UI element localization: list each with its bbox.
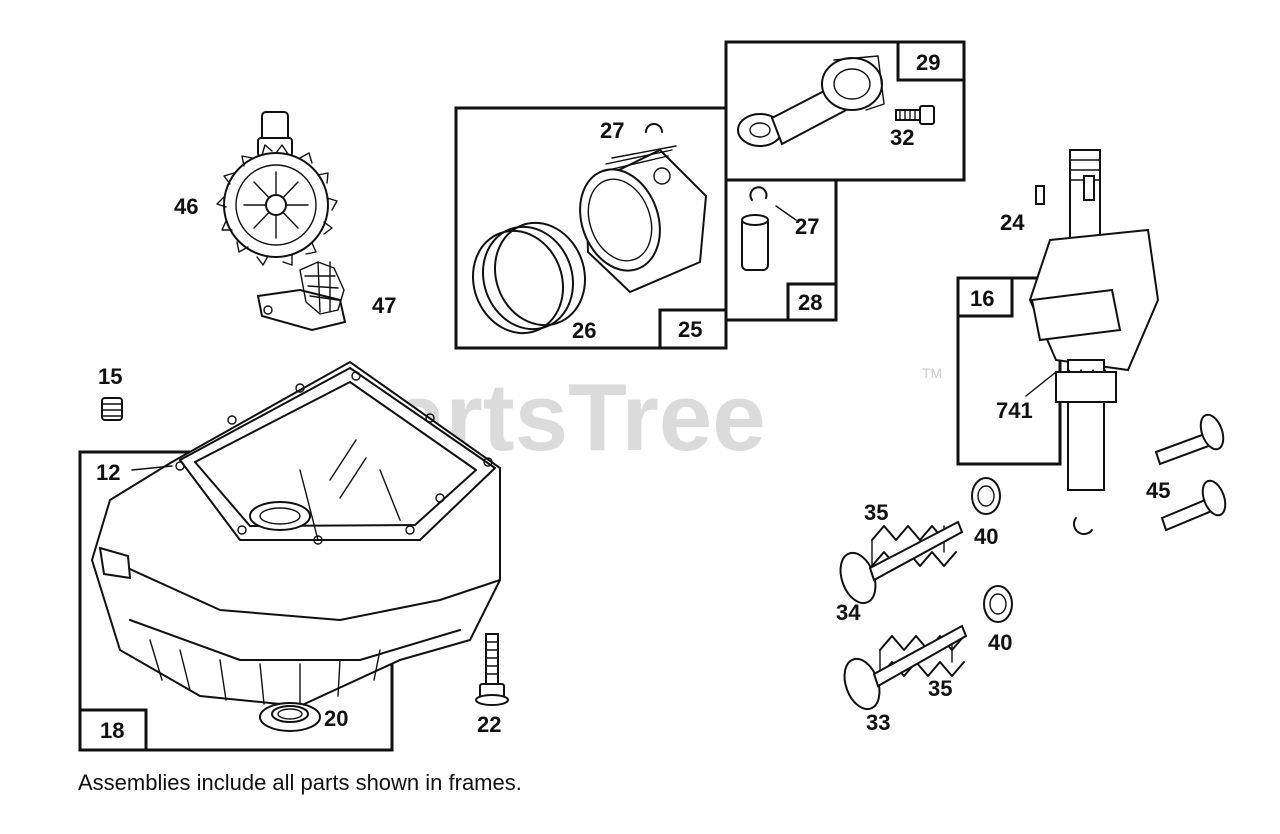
part-label-20: 20 bbox=[324, 706, 348, 731]
frame-label-29: 29 bbox=[916, 50, 940, 75]
part-label-47: 47 bbox=[372, 293, 396, 318]
part-label-46: 46 bbox=[174, 194, 198, 219]
part-label-12: 12 bbox=[96, 460, 120, 485]
leader-12 bbox=[131, 465, 173, 471]
valve-intake-drawing[interactable] bbox=[838, 624, 968, 714]
part-label-27a: 27 bbox=[600, 118, 624, 143]
frame-label-28: 28 bbox=[798, 290, 822, 315]
oil-seal-drawing[interactable] bbox=[259, 702, 321, 732]
part-label-22: 22 bbox=[477, 712, 501, 737]
drain-plug-drawing[interactable] bbox=[101, 397, 123, 421]
rod-bolt-drawing[interactable] bbox=[895, 105, 935, 125]
part-label-40b: 40 bbox=[988, 630, 1012, 655]
piston-rings-drawing[interactable] bbox=[459, 210, 599, 346]
sump-cover-drawing[interactable] bbox=[90, 360, 501, 708]
part-label-40a: 40 bbox=[974, 524, 998, 549]
part-label-34: 34 bbox=[836, 600, 861, 625]
governor-bracket-drawing[interactable] bbox=[256, 261, 347, 332]
frame-label-16: 16 bbox=[970, 286, 994, 311]
bolt-drawing[interactable] bbox=[475, 633, 509, 706]
frame-tag-18 bbox=[78, 708, 148, 752]
cam-gear-drawing[interactable] bbox=[216, 111, 338, 266]
part-label-35a: 35 bbox=[864, 500, 888, 525]
frame-label-25: 25 bbox=[678, 317, 702, 342]
part-label-45: 45 bbox=[1146, 478, 1170, 503]
part-label-27b: 27 bbox=[795, 214, 819, 239]
frame-tag-29 bbox=[896, 40, 966, 82]
part-label-15: 15 bbox=[98, 364, 122, 389]
part-label-24: 24 bbox=[1000, 210, 1025, 235]
frame-29 bbox=[724, 40, 966, 182]
assemblies-note: Assemblies include all parts shown in fr… bbox=[78, 770, 522, 795]
valve-tappet-lower-drawing[interactable] bbox=[1160, 478, 1230, 532]
watermark-trademark: TM bbox=[922, 365, 942, 381]
crankshaft-drawing[interactable] bbox=[1028, 149, 1160, 535]
leader-741 bbox=[1025, 371, 1057, 397]
frame-tag-25 bbox=[658, 308, 728, 350]
part-label-35b: 35 bbox=[928, 676, 952, 701]
frame-label-18: 18 bbox=[100, 718, 124, 743]
circlip-top-drawing[interactable] bbox=[645, 123, 663, 133]
spring-retainer-lower-drawing[interactable] bbox=[983, 585, 1013, 623]
part-label-741: 741 bbox=[996, 398, 1033, 423]
connecting-rod-drawing[interactable] bbox=[737, 55, 885, 147]
piston-pin-drawing[interactable] bbox=[741, 186, 797, 271]
part-label-33: 33 bbox=[866, 710, 890, 735]
part-label-32: 32 bbox=[890, 125, 914, 150]
valve-tappet-upper-drawing[interactable] bbox=[1154, 412, 1228, 466]
piston-drawing[interactable] bbox=[567, 145, 708, 294]
frame-tag-28 bbox=[786, 282, 838, 322]
crank-key-drawing[interactable] bbox=[1035, 185, 1045, 205]
spring-retainer-upper-drawing[interactable] bbox=[971, 477, 1001, 515]
valve-exhaust-drawing[interactable] bbox=[834, 520, 964, 608]
frame-tag-16 bbox=[956, 276, 1014, 318]
part-label-26: 26 bbox=[572, 318, 596, 343]
